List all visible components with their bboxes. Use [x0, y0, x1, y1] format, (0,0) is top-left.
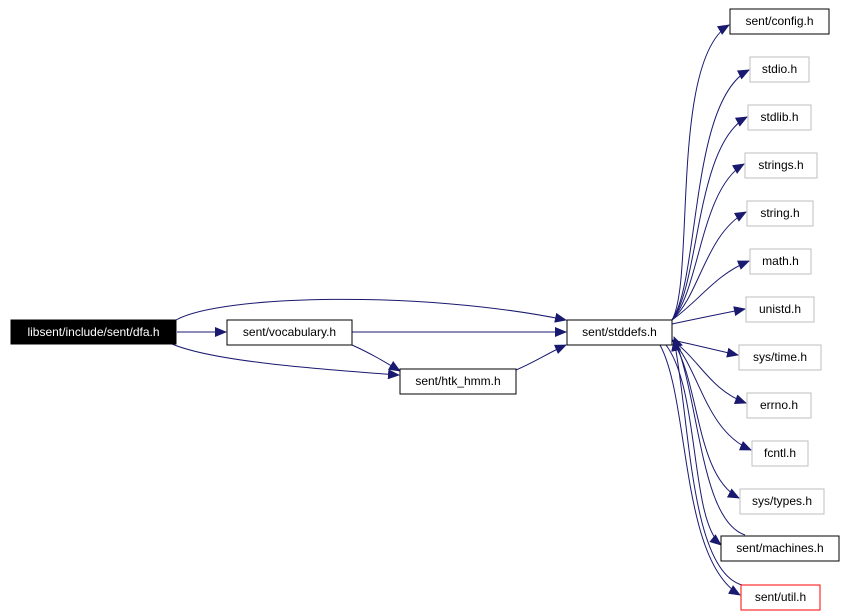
edge-stddefs-to-string [671, 211, 747, 321]
edge-stddefs-to-stdlib [671, 116, 748, 321]
edge-stddefs-to-config [671, 24, 730, 321]
node-fcntl-label: fcntl.h [764, 446, 796, 460]
edges [171, 24, 752, 596]
node-htk-hmm-label: sent/htk_hmm.h [415, 374, 500, 388]
node-util[interactable]: sent/util.h [740, 584, 821, 611]
edge-machines-to-stddefs [673, 336, 746, 536]
node-systime[interactable]: sys/time.h [738, 344, 822, 371]
node-stdio[interactable]: stdio.h [749, 56, 810, 83]
edge-stddefs-to-machines [665, 344, 722, 546]
edge-vocabulary-to-htk-hmm [351, 344, 401, 372]
edge-stddefs-to-stdio [671, 69, 750, 321]
node-machines-label: sent/machines.h [736, 541, 823, 555]
edge-stddefs-to-strings [671, 163, 745, 321]
edge-htk-hmm-to-stddefs [515, 344, 567, 371]
node-unistd-label: unistd.h [759, 302, 801, 316]
node-stdio-label: stdio.h [762, 62, 797, 76]
node-stddefs[interactable]: sent/stddefs.h [566, 319, 673, 346]
node-config[interactable]: sent/config.h [729, 8, 830, 35]
edge-dfa-to-htk-hmm [171, 343, 400, 380]
node-strings[interactable]: strings.h [744, 152, 818, 179]
node-errno[interactable]: errno.h [746, 392, 812, 419]
node-systime-label: sys/time.h [753, 350, 807, 364]
node-htk-hmm[interactable]: sent/htk_hmm.h [399, 368, 517, 395]
node-vocabulary-label: sent/vocabulary.h [243, 325, 336, 339]
node-errno-label: errno.h [760, 398, 798, 412]
node-stddefs-label: sent/stddefs.h [582, 325, 657, 339]
node-string[interactable]: string.h [746, 200, 814, 227]
node-unistd[interactable]: unistd.h [745, 296, 815, 323]
edge-stddefs-to-math [671, 260, 750, 321]
node-systypes-label: sys/types.h [752, 494, 812, 508]
edge-stddefs-to-util [659, 344, 741, 596]
edge-dfa-to-stddefs [175, 298, 567, 323]
node-vocabulary[interactable]: sent/vocabulary.h [226, 319, 353, 346]
node-strings-label: strings.h [758, 158, 803, 172]
node-systypes[interactable]: sys/types.h [739, 488, 825, 515]
node-stdlib[interactable]: stdlib.h [747, 104, 812, 131]
node-fcntl[interactable]: fcntl.h [751, 440, 809, 467]
nodes: libsent/include/sent/dfa.h sent/vocabula… [10, 8, 840, 611]
edge-stddefs-to-errno [671, 339, 747, 404]
node-math[interactable]: math.h [749, 248, 812, 275]
node-math-label: math.h [762, 254, 799, 268]
node-machines[interactable]: sent/machines.h [720, 535, 840, 562]
edge-stddefs-to-unistd [671, 306, 746, 325]
node-util-label: sent/util.h [755, 590, 806, 604]
edge-util-to-stddefs [671, 339, 743, 586]
edge-stddefs-to-systypes [671, 339, 740, 499]
node-dfa-label: libsent/include/sent/dfa.h [27, 325, 159, 339]
node-string-label: string.h [760, 206, 799, 220]
node-dfa[interactable]: libsent/include/sent/dfa.h [10, 319, 177, 345]
node-config-label: sent/config.h [745, 14, 813, 28]
node-stdlib-label: stdlib.h [760, 110, 798, 124]
